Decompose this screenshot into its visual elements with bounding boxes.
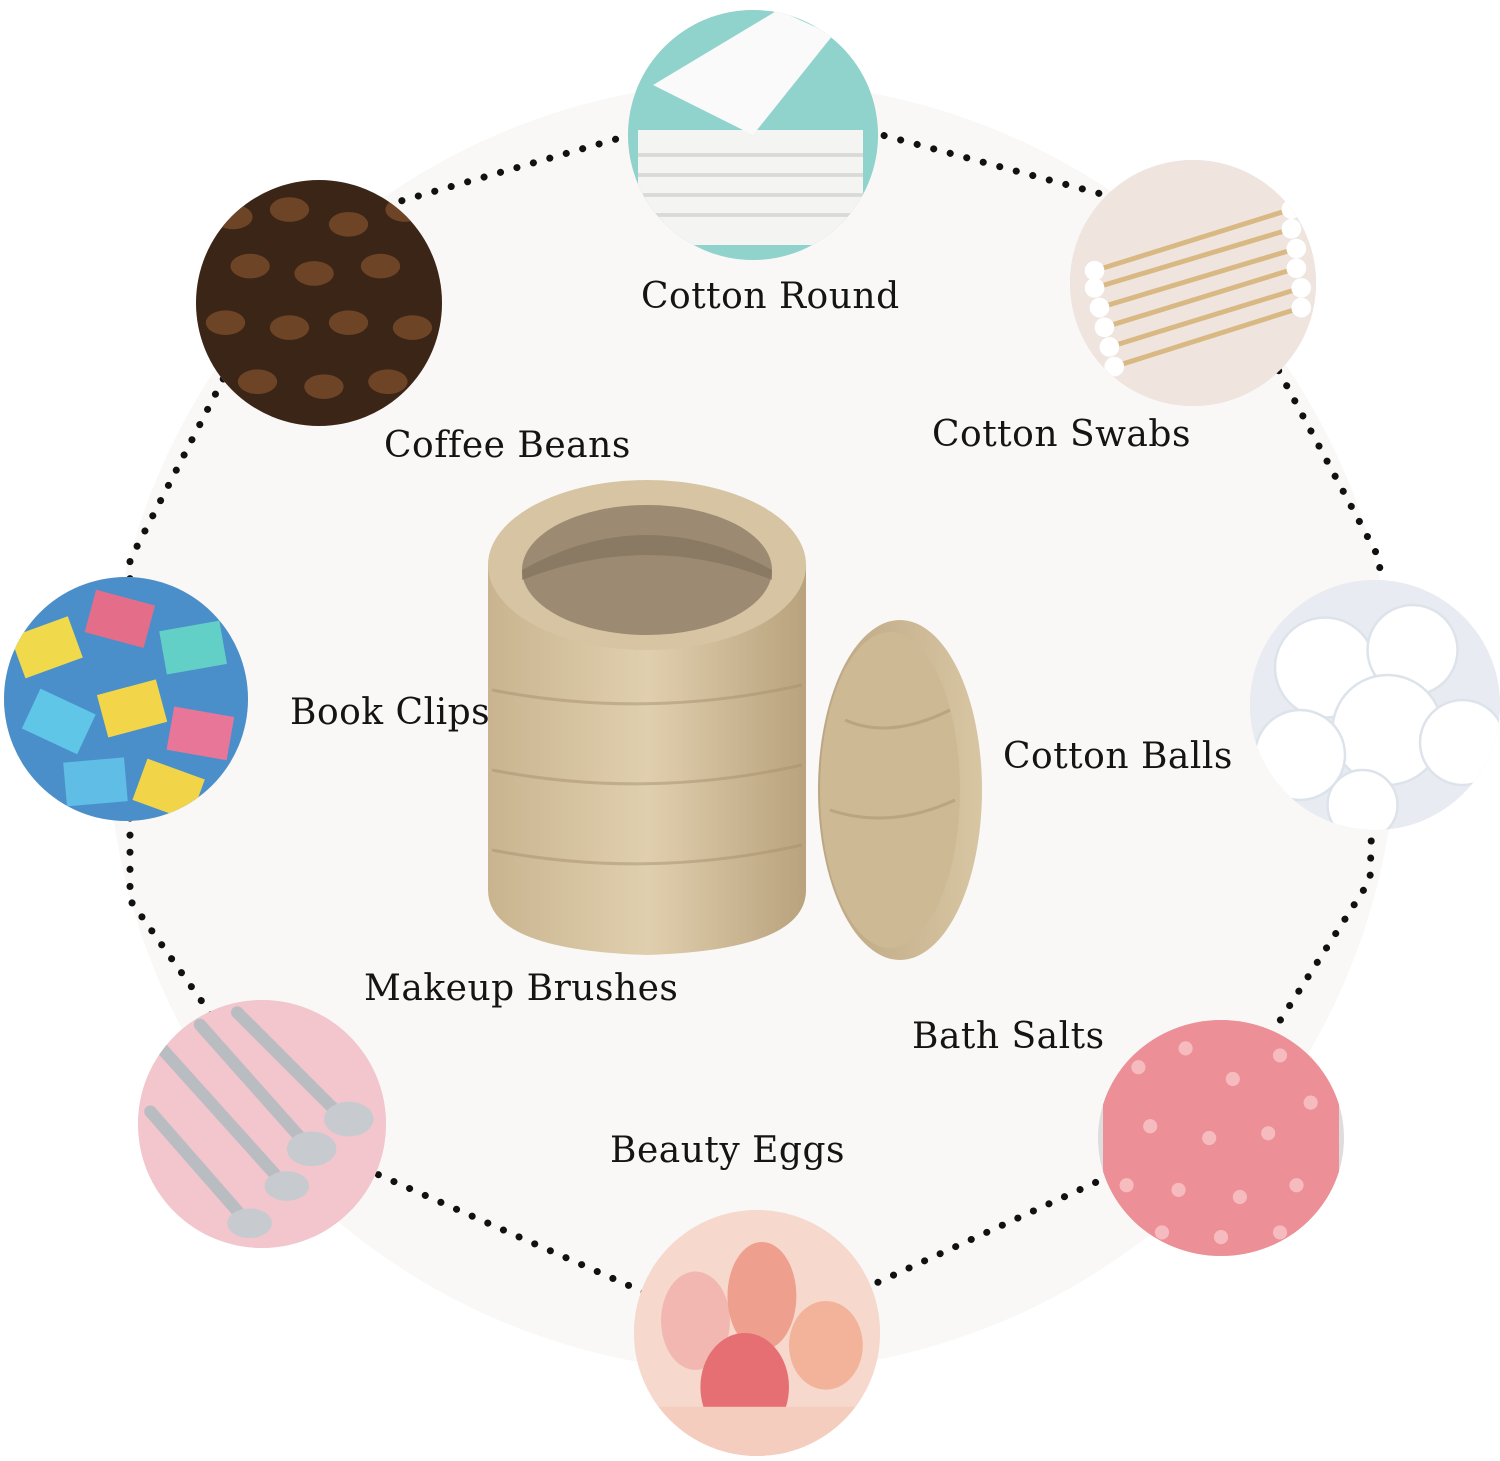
cotton-balls-photo <box>1250 580 1500 830</box>
label-cotton-swabs: Cotton Swabs <box>932 414 1191 455</box>
label-coffee-beans: Coffee Beans <box>384 425 631 466</box>
label-book-clips: Book Clips <box>290 692 491 733</box>
book-clips-photo <box>4 577 248 821</box>
beauty-eggs-photo <box>634 1210 880 1456</box>
makeup-brushes-photo <box>138 1000 386 1248</box>
cotton-round-photo <box>628 10 878 260</box>
label-cotton-round: Cotton Round <box>641 276 900 317</box>
label-cotton-balls: Cotton Balls <box>1003 736 1233 777</box>
bath-salts-photo <box>1098 1020 1344 1256</box>
travertine-jar-photo <box>488 480 982 960</box>
label-makeup-brushes: Makeup Brushes <box>364 968 679 1009</box>
label-bath-salts: Bath Salts <box>912 1016 1105 1057</box>
coffee-beans-photo <box>196 180 442 426</box>
label-beauty-eggs: Beauty Eggs <box>610 1130 845 1171</box>
cotton-swabs-photo <box>1070 160 1316 406</box>
